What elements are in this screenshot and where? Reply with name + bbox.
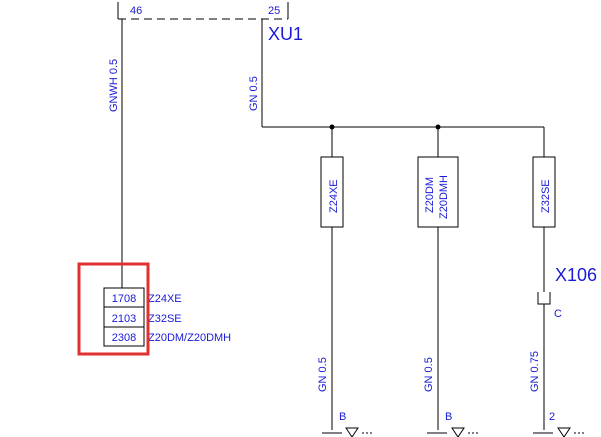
splice-box	[417, 156, 459, 228]
branch-pin: 2	[549, 411, 555, 423]
branch-z20dm: Z20DM Z20DMH GN 0.5 B	[417, 127, 459, 430]
code-cell: 1708	[112, 293, 136, 305]
x106-pin: C	[554, 308, 562, 320]
code-cell: 2103	[112, 313, 136, 325]
ground-symbols	[322, 427, 584, 437]
variant-cell: Z24XE	[148, 293, 182, 305]
branch-wire-label: GN 0.5	[423, 357, 435, 392]
branch-wire-label: GN 0.5	[317, 357, 329, 392]
branch-wire-label: GN 0.75	[529, 351, 541, 392]
connector-xu1: 46 25 XU1	[117, 2, 303, 44]
xu1-label: XU1	[268, 24, 303, 44]
code-cell: 2308	[112, 332, 136, 344]
wire-left: GNWH 0.5	[108, 19, 123, 288]
branch-z24xe: Z24XE GN 0.5 B	[317, 127, 346, 430]
variant-cell: Z32SE	[148, 313, 182, 325]
splice-label-line2: Z20DMH	[438, 175, 450, 219]
left-wire-label: GNWH 0.5	[108, 59, 120, 112]
code-table-frame	[103, 287, 145, 347]
branch-pin: B	[445, 411, 452, 423]
xu1-pin-left: 46	[130, 5, 142, 17]
highlight-box	[77, 262, 150, 356]
variant-cell: Z20DM/Z20DMH	[148, 332, 231, 344]
xu1-pin-right: 25	[268, 5, 280, 17]
x106-connector-symbol	[537, 292, 551, 305]
right-wire-label: GN 0.5	[248, 76, 260, 111]
branch-pin: B	[339, 411, 346, 423]
wire-right: GN 0.5	[248, 19, 544, 130]
splice-label: Z24XE	[328, 179, 340, 213]
branch-z32se: Z32SE X106 C GN 0.75 2	[529, 127, 597, 430]
code-table: 1708 2103 2308 Z24XE Z32SE Z20DM/Z20DMH	[103, 287, 231, 347]
splice-label: Z32SE	[540, 179, 552, 213]
x106-label: X106	[555, 265, 597, 285]
splice-label-line1: Z20DM	[424, 177, 436, 213]
